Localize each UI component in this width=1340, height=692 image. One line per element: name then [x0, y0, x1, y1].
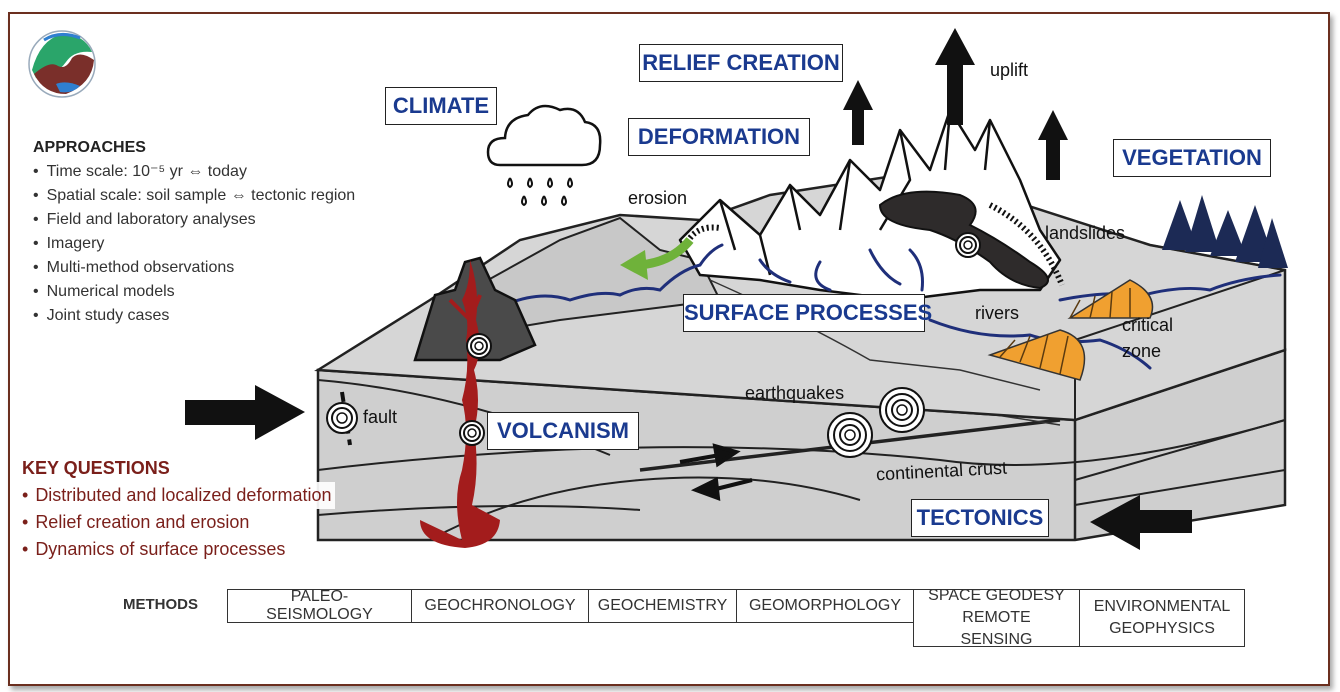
method-cell: GEOCHEMISTRY	[587, 589, 738, 623]
landslide-marker-icon	[955, 232, 981, 258]
method-name: PALEO-SEISMOLOGY	[266, 588, 373, 623]
list-item: Distributed and localized deformation	[22, 482, 336, 509]
volcanism-label: VOLCANISM	[487, 412, 639, 450]
erosion-arrow-icon	[620, 237, 694, 280]
geoscience-logo-icon	[28, 30, 96, 98]
list-item: Relief creation and erosion	[22, 509, 254, 536]
magma-marker-icon	[459, 420, 485, 446]
critical-label: critical	[1122, 315, 1174, 335]
landslides-label: landslides	[1045, 223, 1126, 243]
list-item: Numerical models	[33, 280, 355, 304]
rain-cloud-icon	[486, 104, 602, 207]
earthquake-marker-icon	[827, 412, 873, 458]
seismic-markers	[326, 232, 981, 458]
earthquakes-label: earthquakes	[745, 383, 845, 403]
tectonics-label: TECTONICS	[911, 499, 1049, 537]
forest-icon	[1162, 195, 1288, 268]
list-item: Spatial scale: soil sample ⇔ tectonic re…	[33, 184, 356, 208]
method-name: ENVIRONMENTAL	[1093, 598, 1231, 615]
list-item: Joint study cases	[33, 304, 355, 328]
key-questions-list: Distributed and localized deformation Re…	[22, 482, 336, 563]
approaches-panel: APPROACHES Time scale: 10⁻⁵ yr ⇔ today S…	[33, 136, 355, 328]
alluvial-fans	[987, 279, 1154, 381]
list-item: Field and laboratory analyses	[33, 208, 355, 232]
list-item: Dynamics of surface processes	[22, 536, 290, 563]
vegetation-label: VEGETATION	[1113, 139, 1271, 177]
method-name: GEOPHYSICS	[1109, 620, 1215, 637]
deformation-label: DEFORMATION	[628, 118, 810, 156]
method-name: SPACE GEODESY	[928, 587, 1065, 604]
list-item: Multi-method observations	[33, 256, 355, 280]
method-cell: PALEO-SEISMOLOGY	[226, 588, 413, 623]
method-cell: GEOCHRONOLOGY	[411, 589, 589, 623]
fault-slip-arrows	[679, 443, 753, 501]
rivers-label: rivers	[975, 303, 1019, 323]
approaches-list: Time scale: 10⁻⁵ yr ⇔ today Spatial scal…	[33, 160, 356, 328]
surface-processes-label: SURFACE PROCESSES	[683, 294, 932, 332]
uplift-label: uplift	[990, 60, 1029, 80]
compression-arrows	[185, 385, 1192, 550]
erosion-label: erosion	[628, 188, 688, 208]
methods-table: PALEO-SEISMOLOGY GEOCHRONOLOGY GEOCHEMIS…	[226, 587, 1245, 648]
method-name: GEOMORPHOLOGY	[748, 597, 902, 614]
zone-label: zone	[1122, 341, 1162, 361]
list-item: Imagery	[33, 232, 355, 256]
relief-creation-label: RELIEF CREATION	[639, 44, 843, 82]
volcano	[413, 256, 537, 548]
approaches-title: APPROACHES	[33, 139, 146, 156]
list-item: Time scale: 10⁻⁵ yr ⇔ today	[33, 160, 355, 184]
fault-label: fault	[363, 407, 398, 427]
uplift-arrows	[843, 28, 1068, 180]
key-questions-title: KEY QUESTIONS	[22, 458, 170, 478]
earthquake-marker-icon	[879, 387, 925, 433]
key-questions-panel: KEY QUESTIONS Distributed and localized …	[22, 455, 336, 563]
volcano-marker-icon	[466, 333, 492, 359]
method-cell: GEOMORPHOLOGY	[736, 589, 914, 623]
method-cell: ENVIRONMENTAL GEOPHYSICS	[1079, 589, 1245, 647]
fault-marker-icon	[326, 402, 358, 434]
methods-label: METHODS	[123, 596, 198, 613]
climate-label: CLIMATE	[385, 87, 497, 125]
method-name: GEOCHEMISTRY	[597, 597, 728, 614]
method-cell: SPACE GEODESY REMOTE SENSING	[912, 587, 1081, 648]
method-name: REMOTE SENSING	[960, 609, 1033, 648]
method-name: GEOCHRONOLOGY	[424, 597, 576, 614]
